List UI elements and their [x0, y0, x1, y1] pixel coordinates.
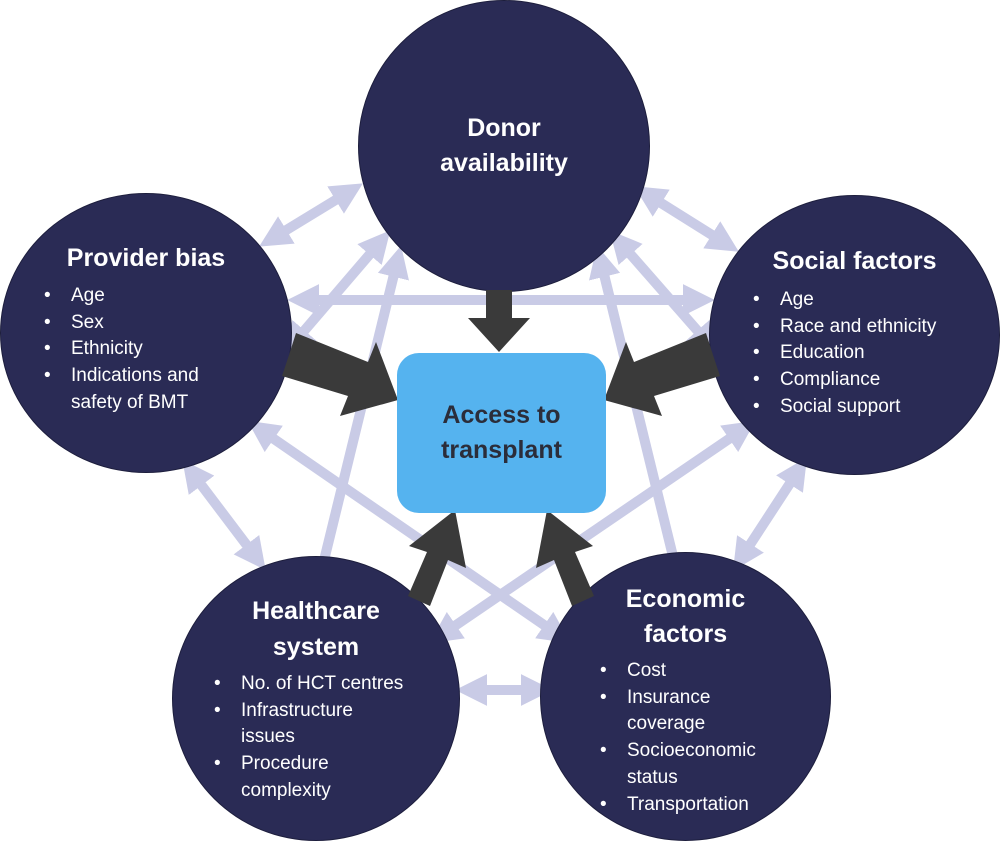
list-item: Transportation — [600, 792, 775, 819]
list-item: Procedure complexity — [214, 751, 371, 804]
list-item: Indications and safety of BMT — [44, 363, 254, 416]
arrow-economic-to-center — [536, 510, 594, 606]
list-item: Ethnicity — [44, 336, 254, 363]
node-donor-availability: Donor availability — [358, 0, 650, 292]
list-item: Compliance — [753, 367, 993, 394]
list-item: Cost — [600, 658, 775, 685]
list-item: Age — [44, 283, 254, 310]
node-title: Provider bias — [66, 244, 226, 272]
list-item: Education — [753, 340, 993, 367]
list-item: Insurance coverage — [600, 685, 737, 738]
node-title-line: system — [272, 633, 360, 661]
arrow-social-to-center — [604, 333, 720, 416]
node-social-factors: Social factors Age Race and ethnicity Ed… — [709, 195, 1000, 475]
node-item-list: Age Race and ethnicity Education Complia… — [753, 287, 993, 421]
arrow-donor-to-center — [468, 290, 530, 352]
node-title-line: factors — [643, 620, 728, 648]
list-item: Social support — [753, 394, 993, 421]
node-economic-factors: Economic factors Cost Insurance coverage… — [540, 552, 831, 841]
list-item: Age — [753, 287, 993, 314]
center-title-line: Access to — [442, 401, 561, 429]
list-item: Infrastructure issues — [214, 698, 381, 751]
node-title-line: Economic — [625, 585, 746, 613]
node-item-list: Cost Insurance coverage Socioeconomic st… — [600, 658, 775, 818]
arrow-social-healthcare — [429, 420, 756, 644]
node-title-line: Donor — [467, 114, 541, 142]
arrow-healthcare-to-center — [408, 510, 466, 606]
arrow-provider-to-center — [282, 333, 398, 416]
center-title-line: transplant — [441, 436, 562, 464]
node-title: Social factors — [772, 247, 937, 275]
node-provider-bias: Provider bias Age Sex Ethnicity Indicati… — [0, 193, 292, 473]
arrow-donor-provider — [259, 183, 363, 247]
node-item-list: No. of HCT centres Infrastructure issues… — [214, 671, 424, 805]
list-item: Socioeconomic status — [600, 738, 777, 791]
list-item: Sex — [44, 310, 254, 337]
arrow-social-donor-inner — [609, 230, 719, 355]
node-item-list: Age Sex Ethnicity Indications and safety… — [44, 283, 254, 417]
node-healthcare-system: Healthcare system No. of HCT centres Inf… — [172, 556, 460, 841]
node-title-line: availability — [440, 149, 568, 177]
center-access-to-transplant: Access to transplant — [397, 353, 606, 513]
arrow-provider-donor-inner — [283, 230, 391, 355]
arrow-provider-healthcare — [182, 459, 266, 571]
list-item: No. of HCT centres — [214, 671, 424, 698]
node-title-line: Healthcare — [252, 597, 380, 625]
list-item: Race and ethnicity — [753, 314, 993, 341]
